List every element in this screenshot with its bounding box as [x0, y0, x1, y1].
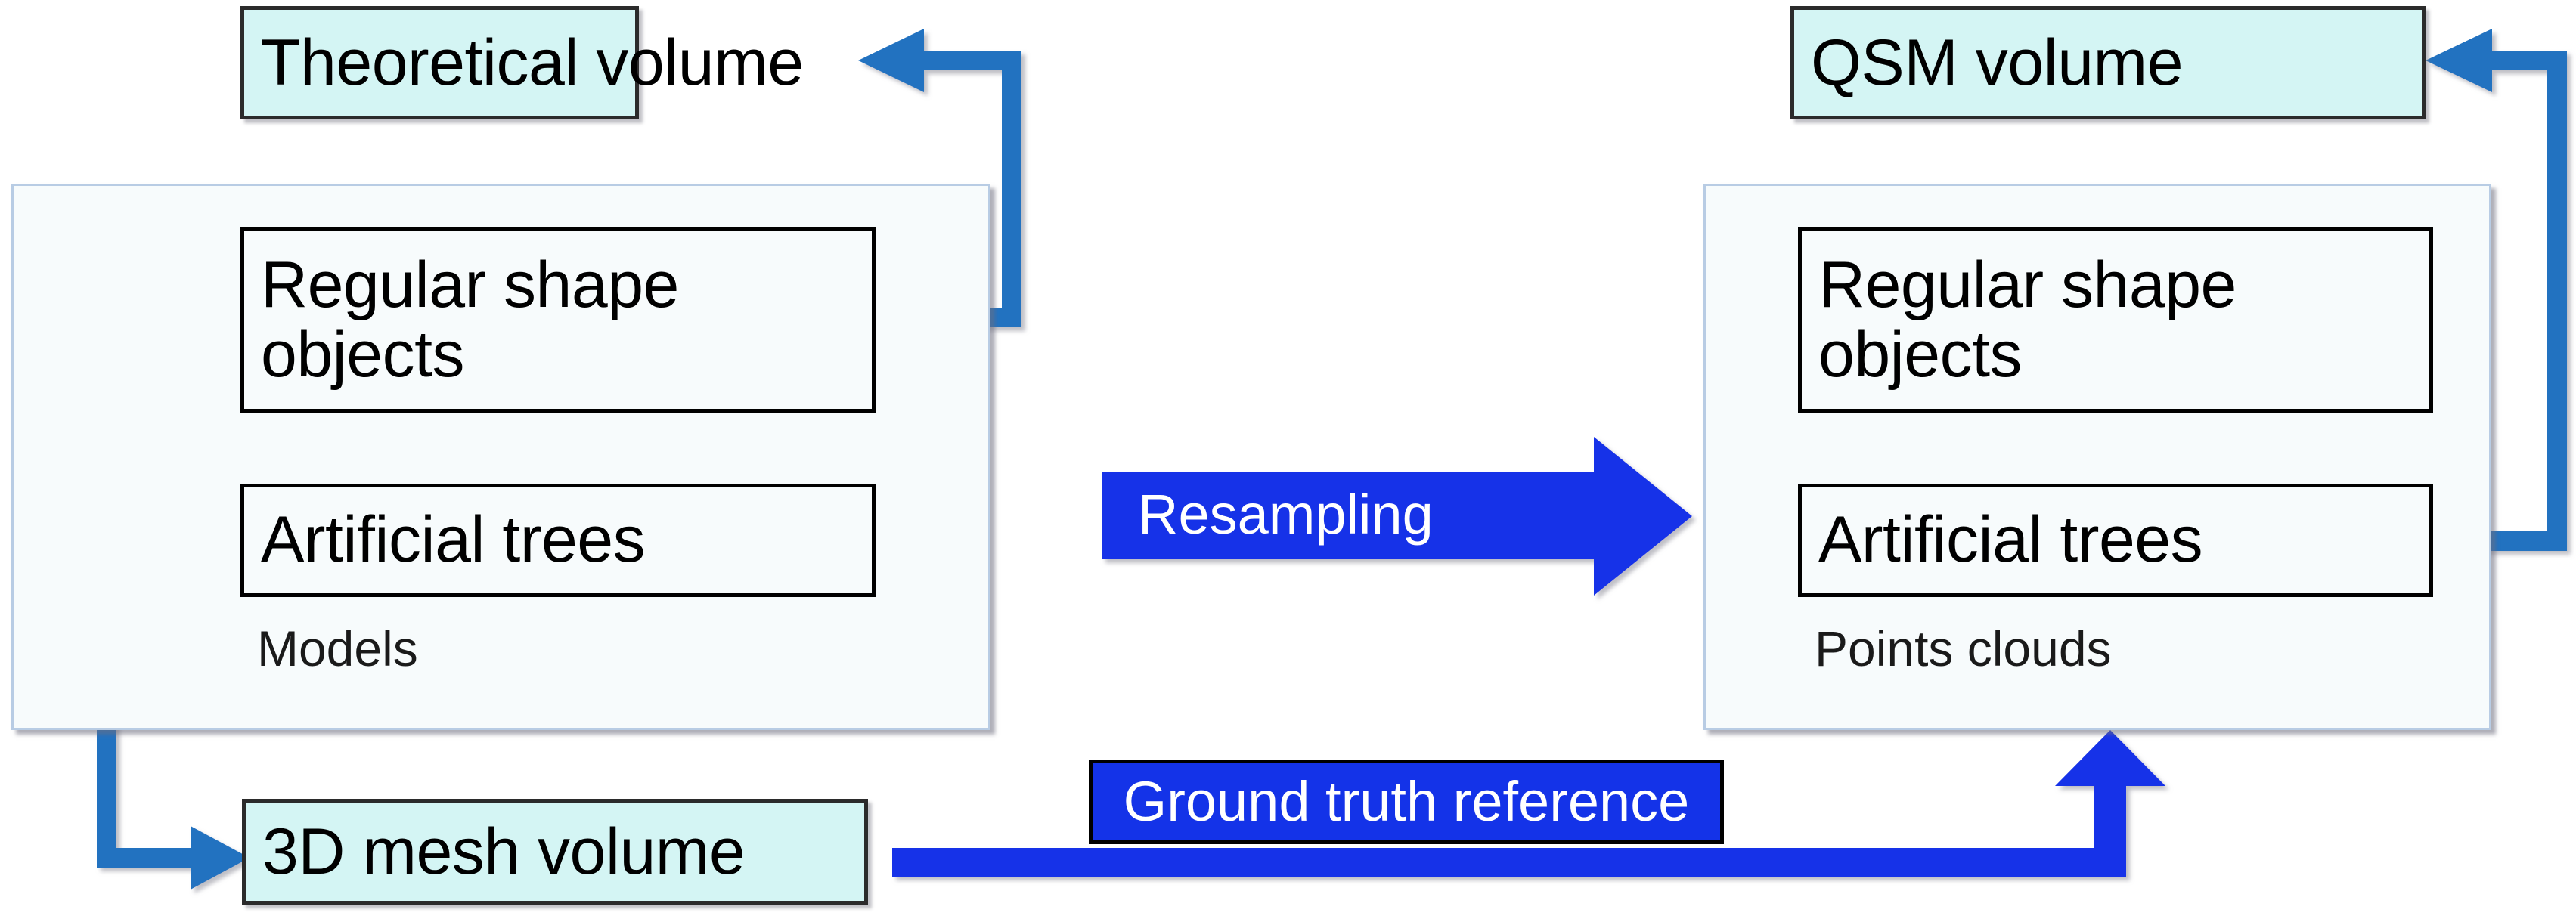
models-artificial-trees-box: Artificial trees [240, 484, 876, 597]
points-artificial-trees-box: Artificial trees [1798, 484, 2433, 597]
models-regular-shape-line2: objects [261, 317, 465, 391]
points-regular-shape-line1: Regular shape [1818, 249, 2237, 322]
mesh-volume-box: 3D mesh volume [242, 799, 868, 905]
points-regular-shape-objects-box: Regular shape objects [1798, 227, 2433, 413]
qsm-volume-label: QSM volume [1811, 26, 2184, 99]
models-artificial-trees-label: Artificial trees [261, 503, 646, 577]
resampling-arrow-label: Resampling [1138, 483, 1434, 546]
ground-truth-reference-label: Ground truth reference [1123, 770, 1690, 833]
theoretical-volume-box: Theoretical volume [240, 6, 804, 119]
points-artificial-trees-label: Artificial trees [1818, 503, 2203, 577]
mesh-volume-label: 3D mesh volume [262, 815, 746, 888]
models-regular-shape-line1: Regular shape [261, 249, 679, 322]
theoretical-volume-label: Theoretical volume [261, 26, 804, 99]
points-regular-shape-line2: objects [1818, 317, 2023, 391]
models-group-caption: Models [257, 620, 418, 676]
qsm-volume-box: QSM volume [1790, 6, 2426, 119]
points-clouds-group-caption: Points clouds [1815, 620, 2112, 676]
ground-truth-reference-chip: Ground truth reference [1089, 760, 1724, 844]
models-regular-shape-objects-box: Regular shape objects [240, 227, 876, 413]
